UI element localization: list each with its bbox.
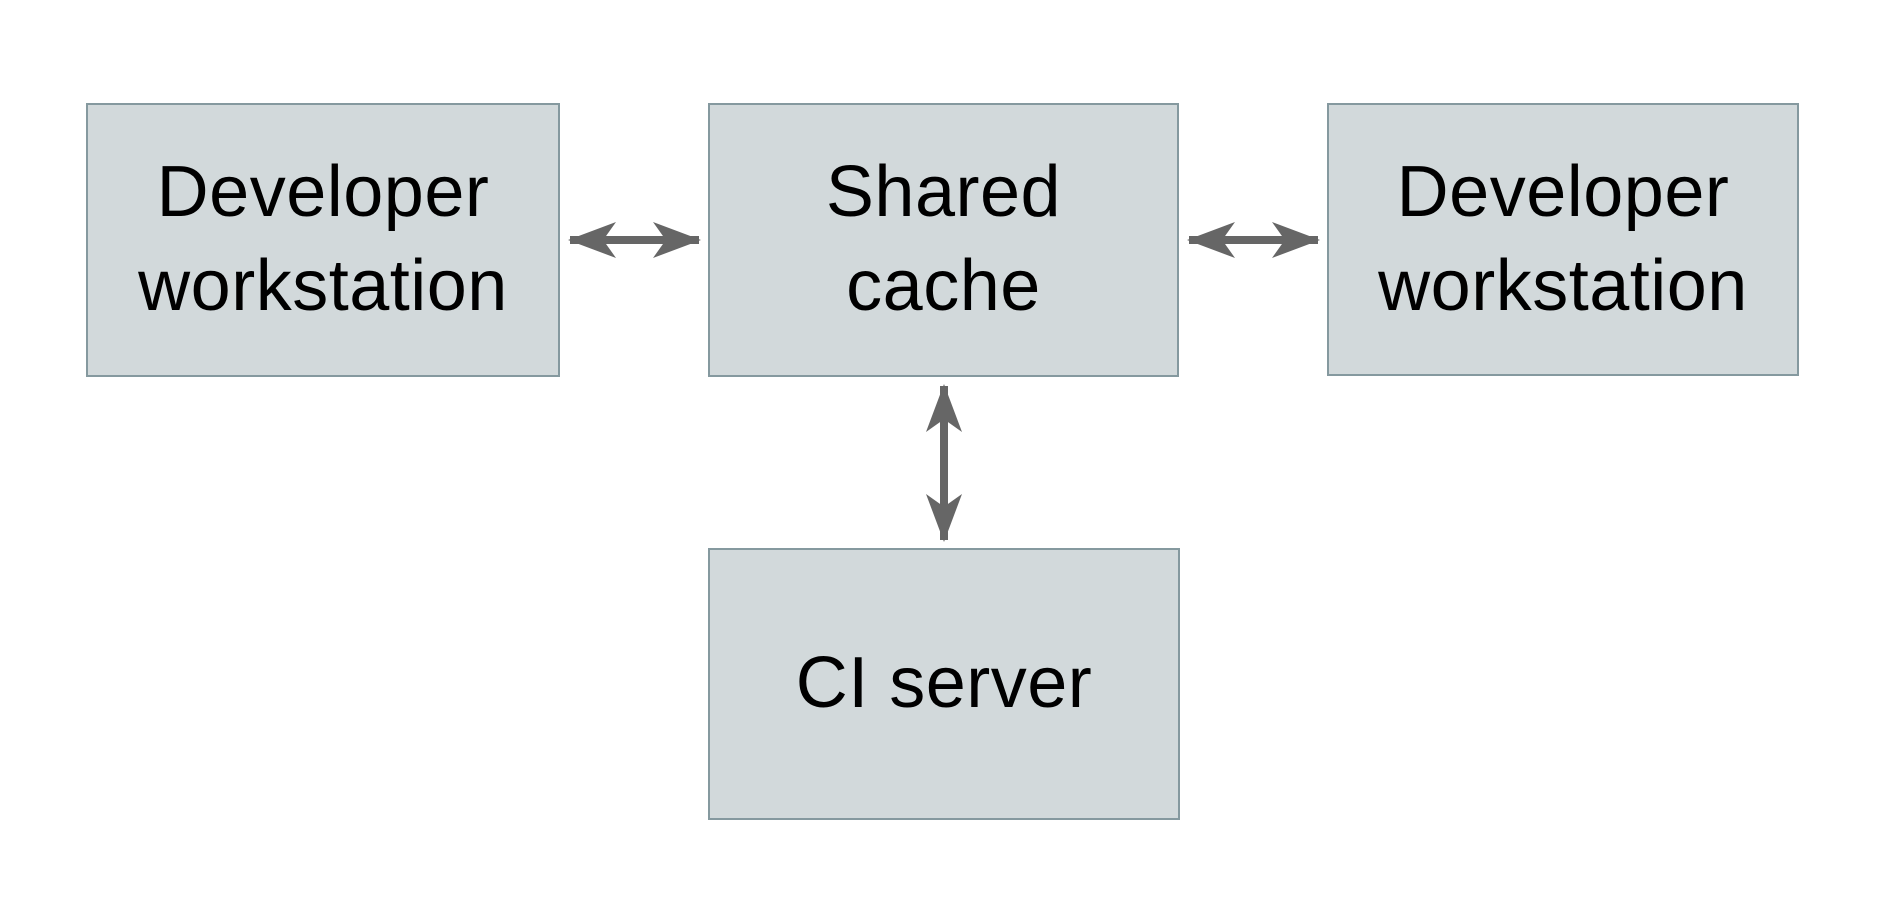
node-label: Shared cache xyxy=(825,152,1062,326)
node-label: Developer workstation xyxy=(1378,151,1748,326)
node-developer-workstation-left: Developer workstation xyxy=(86,103,560,377)
node-label: Developer workstation xyxy=(138,152,508,326)
node-shared-cache: Shared cache xyxy=(708,103,1179,377)
node-developer-workstation-right: Developer workstation xyxy=(1327,103,1799,376)
node-ci-server: CI server xyxy=(708,548,1180,820)
node-label: CI server xyxy=(795,643,1093,724)
